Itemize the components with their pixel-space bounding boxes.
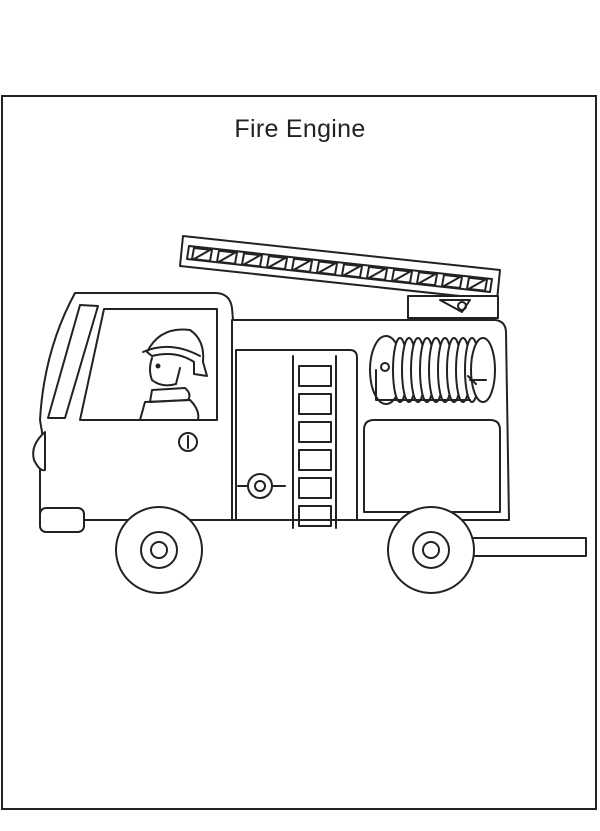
side-ladder-rung xyxy=(299,394,331,414)
roof-ladder xyxy=(180,236,500,300)
hose-coils xyxy=(393,338,479,402)
rear-wheel xyxy=(388,507,474,593)
side-ladder-rungs xyxy=(299,366,331,526)
ladder-rung xyxy=(192,248,212,261)
ladder-rung xyxy=(367,267,387,280)
hose-reel xyxy=(370,336,495,404)
ladder-rung xyxy=(242,253,262,266)
side-ladder-rung xyxy=(299,450,331,470)
side-ladder-rung xyxy=(299,478,331,498)
side-ladder-rung xyxy=(299,366,331,386)
ladder-rung xyxy=(267,256,287,269)
ladder-rungs xyxy=(192,248,487,291)
rear-compartment xyxy=(364,420,500,512)
page-border xyxy=(1,95,597,810)
ladder-rung xyxy=(342,264,362,277)
door-handle xyxy=(179,433,197,451)
ladder-rung xyxy=(292,259,312,272)
ladder-rung xyxy=(317,262,337,275)
ladder-rung xyxy=(217,251,237,264)
page-title: Fire Engine xyxy=(234,115,366,143)
front-wheel xyxy=(116,507,202,593)
front-bumper xyxy=(40,508,84,532)
ladder-rung xyxy=(417,272,437,285)
ladder-rung xyxy=(392,270,412,283)
side-ladder-rung xyxy=(299,422,331,442)
rear-chassis xyxy=(470,538,586,556)
side-compartment xyxy=(236,350,357,528)
ladder-rung xyxy=(467,278,487,291)
side-ladder-rung xyxy=(299,506,331,526)
headlight xyxy=(33,432,45,470)
firefighter xyxy=(140,329,207,420)
cab-front xyxy=(48,305,217,420)
ladder-rung xyxy=(442,275,462,288)
